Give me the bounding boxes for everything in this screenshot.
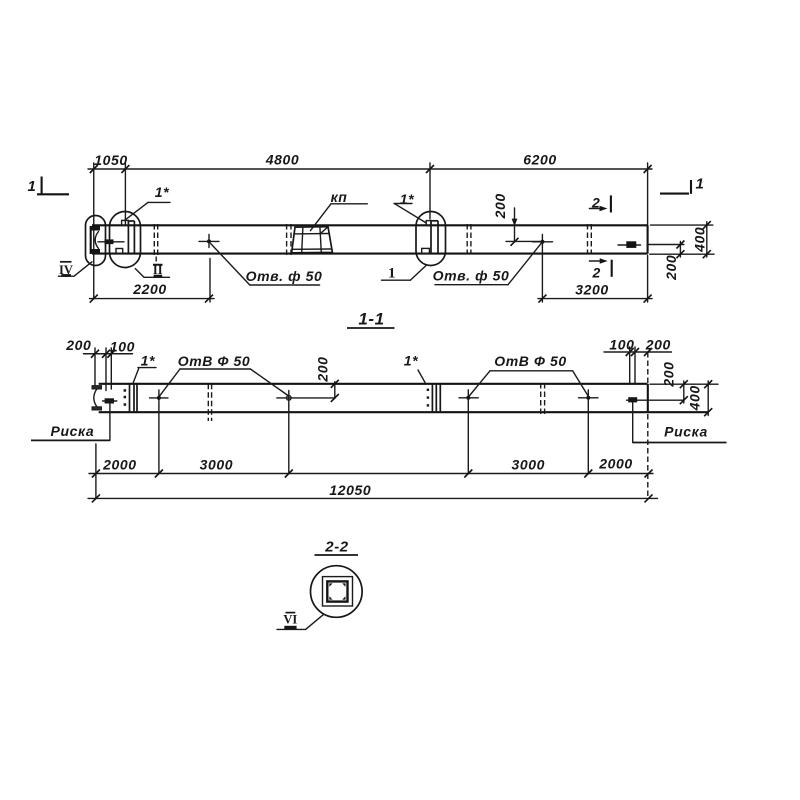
svg-text:2000: 2000 [102,457,137,473]
svg-text:1: 1 [28,178,37,195]
svg-text:Отв. ф 50: Отв. ф 50 [246,268,323,284]
svg-text:1: 1 [696,176,705,193]
svg-text:ОтВ Ф 50: ОтВ Ф 50 [178,353,251,369]
svg-text:4800: 4800 [265,152,300,168]
svg-text:2200: 2200 [132,281,167,297]
svg-text:VI: VI [283,613,297,627]
svg-text:3000: 3000 [200,457,234,473]
svg-text:400: 400 [692,227,708,253]
svg-text:IV: IV [59,263,73,277]
svg-text:200: 200 [663,255,679,281]
svg-text:3000: 3000 [512,457,546,473]
svg-text:400: 400 [687,385,703,411]
svg-text:200: 200 [315,356,331,382]
svg-text:6200: 6200 [523,152,557,168]
svg-text:1050: 1050 [94,152,128,168]
svg-text:1: 1 [388,266,396,282]
svg-text:ОтВ Ф 50: ОтВ Ф 50 [494,353,567,369]
svg-text:200: 200 [65,337,91,353]
svg-text:Риска: Риска [664,424,708,440]
svg-text:1*: 1* [141,353,155,369]
svg-text:кп: кп [331,189,348,205]
svg-text:2: 2 [591,195,600,211]
svg-text:2000: 2000 [598,456,633,472]
svg-text:200: 200 [661,361,677,387]
svg-text:1*: 1* [400,191,414,207]
svg-text:200: 200 [645,337,671,353]
svg-text:Отв. ф 50: Отв. ф 50 [433,268,510,284]
svg-text:II: II [153,263,163,277]
svg-text:100: 100 [110,339,135,355]
svg-text:100: 100 [609,337,634,353]
svg-text:3200: 3200 [575,282,609,298]
svg-text:12050: 12050 [329,482,371,498]
svg-text:2-2: 2-2 [324,539,349,556]
svg-text:1*: 1* [155,184,169,200]
svg-text:Риска: Риска [51,423,95,439]
svg-text:1-1: 1-1 [358,310,384,329]
svg-text:200: 200 [492,193,508,219]
svg-text:1*: 1* [404,353,418,369]
svg-text:2: 2 [592,265,601,281]
